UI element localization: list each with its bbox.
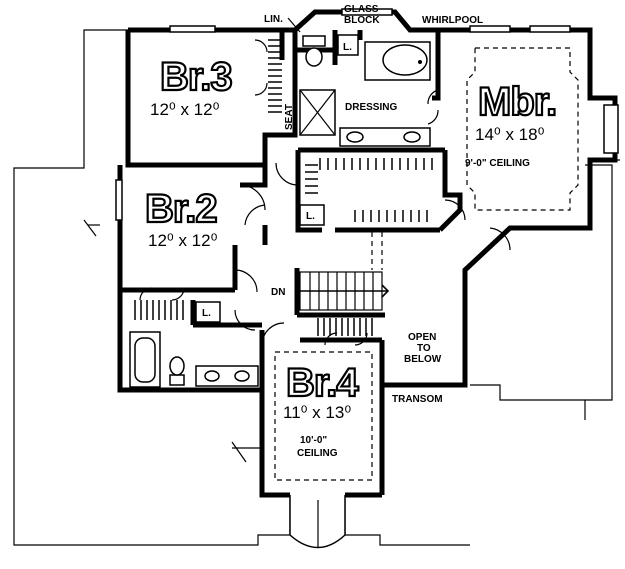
seat-label: SEAT <box>284 104 295 130</box>
br4-ceiling-line2: CEILING <box>297 448 338 459</box>
br4-size: 11⁰ x 13⁰ <box>283 403 351 422</box>
door-swings <box>139 39 511 346</box>
lower-level-outline <box>13 29 620 546</box>
dressing-label: DRESSING <box>345 102 397 113</box>
whirlpool-label: WHIRLPOOL <box>422 15 483 26</box>
mbr-name: Mbr. <box>478 80 556 124</box>
mbr-size: 14⁰ x 18⁰ <box>475 125 545 144</box>
upper-level-walls <box>117 9 618 498</box>
br4-ceiling-line1: 10'-0" <box>300 435 327 446</box>
linen-label: LIN. <box>264 14 283 25</box>
br3-name: Br.3 <box>160 55 232 99</box>
mbr-ceiling-outline <box>466 47 579 211</box>
linen-closet-label-1: L. <box>343 42 352 53</box>
windows <box>115 8 619 221</box>
stair <box>299 271 390 311</box>
transom-label: TRANSOM <box>392 394 443 405</box>
br4-ceiling-outline <box>274 351 373 481</box>
linen-closet-label-3: L. <box>202 308 211 319</box>
open-to-below-line2: TO <box>417 343 431 354</box>
mbr-ceiling: 9'-0" CEILING <box>465 158 530 169</box>
open-to-below-line3: BELOW <box>404 354 442 365</box>
br3-size: 12⁰ x 12⁰ <box>150 100 220 119</box>
glass-block-label-line2: BLOCK <box>344 15 380 26</box>
glass-block-label-line1: GLASS <box>344 4 379 15</box>
br4-name: Br.4 <box>286 361 359 405</box>
br2-name: Br.2 <box>145 187 217 231</box>
fixtures <box>129 34 431 549</box>
br2-size: 12⁰ x 12⁰ <box>148 231 218 250</box>
open-to-below-line1: OPEN <box>408 332 436 343</box>
closet-hatching <box>134 39 433 336</box>
linen-closet-label-2: L. <box>306 211 315 222</box>
dn-label: DN <box>271 287 285 298</box>
